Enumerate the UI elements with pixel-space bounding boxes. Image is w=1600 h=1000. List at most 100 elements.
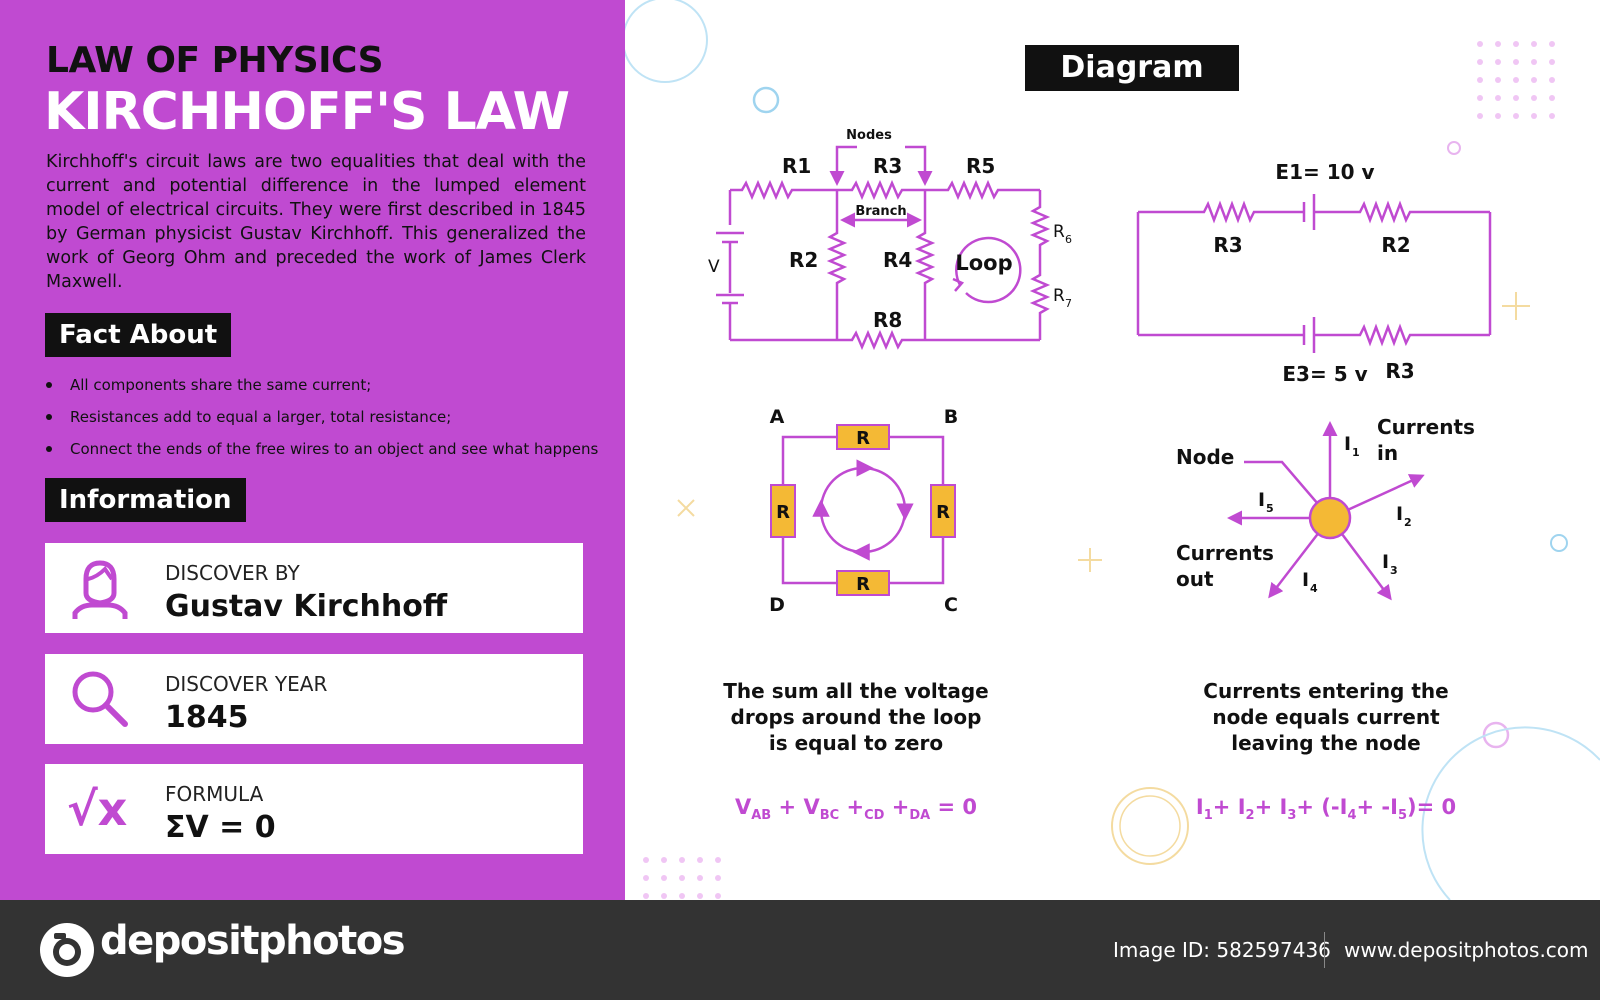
card-value: Gustav Kirchhoff <box>165 589 448 624</box>
card-label: DISCOVER BY <box>165 561 300 585</box>
formula-term: I <box>1390 795 1398 819</box>
formula-operator: + <box>1254 795 1273 819</box>
currents-in-label: Currents <box>1377 415 1475 439</box>
person-icon <box>72 560 128 619</box>
current-i2-subscript: 2 <box>1404 516 1412 529</box>
resistor-bottom-label: R <box>856 574 870 595</box>
caption-line: node equals current <box>1212 705 1440 729</box>
caption-line: drops around the loop <box>730 705 982 729</box>
formula-term: V <box>734 795 752 819</box>
card-label: DISCOVER YEAR <box>165 672 328 696</box>
formula-paren: (- <box>1321 795 1340 819</box>
card-label: FORMULA <box>165 782 264 806</box>
resistor-left-label: R <box>776 502 790 523</box>
corner-b-label: B <box>944 406 958 428</box>
formula-subscript: 5 <box>1397 808 1407 824</box>
formula-term: I <box>1195 795 1204 819</box>
caption-line: The sum all the voltage <box>723 679 989 703</box>
fact-item: All components share the same current; <box>46 372 598 404</box>
current-i1-label: I <box>1344 433 1351 455</box>
caption-line: Currents entering the <box>1203 679 1449 703</box>
formula-subscript: 3 <box>1287 808 1297 824</box>
corner-c-label: C <box>944 594 958 616</box>
e1-label: E1= 10 v <box>1275 160 1374 184</box>
node-diagram: Node Currents in Currents out I 1 I 2 I … <box>1176 415 1475 601</box>
website-link[interactable]: www.depositphotos.com <box>1344 938 1589 962</box>
background-decorations <box>625 0 1600 900</box>
formula-term: I <box>1279 795 1288 819</box>
r1-label: R1 <box>782 154 811 178</box>
description-text: Kirchhoff's circuit laws are two equalit… <box>46 152 586 292</box>
sqrt-x-icon: √x <box>67 782 128 836</box>
card-value: 1845 <box>165 700 249 735</box>
current-law-formula: I1+ I2+ I3+ (-I4+ -I5)= 0 <box>1166 795 1486 823</box>
r3-bottom-label: R3 <box>1385 359 1414 383</box>
formula-term: V <box>803 795 820 819</box>
formula-subscript: 4 <box>1347 808 1357 824</box>
loop-caption: The sum all the voltage drops around the… <box>706 678 1006 756</box>
camera-logo-icon <box>40 923 94 977</box>
r4-label: R4 <box>883 248 912 272</box>
currents-in-label: in <box>1377 441 1398 465</box>
circuit-diagram: Nodes Branch Loop V R1 R3 R5 R2 R4 R8 R … <box>708 128 1072 351</box>
page-title: KIRCHHOFF'S LAW <box>44 82 570 142</box>
image-id: Image ID: 582597436 <box>1113 938 1331 962</box>
brand-logo: depositphotos <box>100 918 406 964</box>
formula-operator: + <box>778 795 797 819</box>
page-subtitle: LAW OF PHYSICS <box>46 40 384 81</box>
r6-subscript: 6 <box>1065 233 1072 246</box>
diagram-panel <box>625 0 1600 900</box>
node-caption: Currents entering the node equals curren… <box>1176 678 1476 756</box>
footer-divider <box>1324 932 1325 968</box>
current-i5-label: I <box>1258 489 1265 511</box>
fact-item: Connect the ends of the free wires to an… <box>46 436 598 468</box>
formula-subscript: BC <box>819 808 840 824</box>
corner-a-label: A <box>770 406 785 428</box>
voltage-label: V <box>708 257 720 277</box>
formula-operator: + <box>891 795 910 819</box>
fact-item: Resistances add to equal a larger, total… <box>46 404 598 436</box>
diagram-label: Diagram <box>1025 45 1239 91</box>
information-label: Information <box>45 478 246 522</box>
branch-label: Branch <box>855 204 906 219</box>
current-i4-subscript: 4 <box>1310 582 1318 595</box>
fact-list: All components share the same current; R… <box>46 372 598 468</box>
caption-line: is equal to zero <box>768 731 944 755</box>
formula-subscript: DA <box>909 808 931 824</box>
corner-d-label: D <box>769 594 785 616</box>
resistor-top-label: R <box>856 428 870 449</box>
voltage-law-formula: VAB + VBC +CD +DA = 0 <box>706 795 1006 823</box>
r8-label: R8 <box>873 308 902 332</box>
loop-label: Loop <box>955 251 1012 275</box>
fact-about-label: Fact About <box>45 313 232 357</box>
current-i4-label: I <box>1302 569 1309 591</box>
r2-label: R2 <box>789 248 818 272</box>
formula-operator: + <box>846 795 865 819</box>
formula-equals: = 0 <box>937 795 978 819</box>
r3-top-label: R3 <box>1213 233 1242 257</box>
card-value: ΣV = 0 <box>165 810 276 845</box>
formula-operator: + <box>1212 795 1231 819</box>
formula-operator: + - <box>1356 795 1391 819</box>
r7-label: R <box>1053 286 1065 306</box>
e3-label: E3= 5 v <box>1282 362 1367 386</box>
formula-subscript: AB <box>751 808 772 824</box>
emf-circuit-diagram: E1= 10 v E3= 5 v R3 R2 R3 <box>1136 160 1492 386</box>
caption-line: leaving the node <box>1231 731 1421 755</box>
loop-diagram: R R R R A B C D <box>769 406 958 616</box>
formula-card: √x FORMULA ΣV = 0 <box>45 764 583 854</box>
current-i3-subscript: 3 <box>1390 564 1398 577</box>
magnifier-icon <box>72 671 128 727</box>
r5-label: R5 <box>966 154 995 178</box>
formula-subscript: 1 <box>1203 808 1213 824</box>
discover-by-card: DISCOVER BY Gustav Kirchhoff <box>45 543 583 633</box>
r6-label: R <box>1053 222 1065 242</box>
node-label: Node <box>1176 445 1234 469</box>
formula-term: I <box>1339 795 1348 819</box>
current-i2-label: I <box>1396 503 1403 525</box>
formula-operator: + <box>1296 795 1314 819</box>
r7-subscript: 7 <box>1065 297 1072 310</box>
r2-label: R2 <box>1381 233 1410 257</box>
current-i3-label: I <box>1382 551 1389 573</box>
currents-out-label: Currents <box>1176 541 1274 565</box>
